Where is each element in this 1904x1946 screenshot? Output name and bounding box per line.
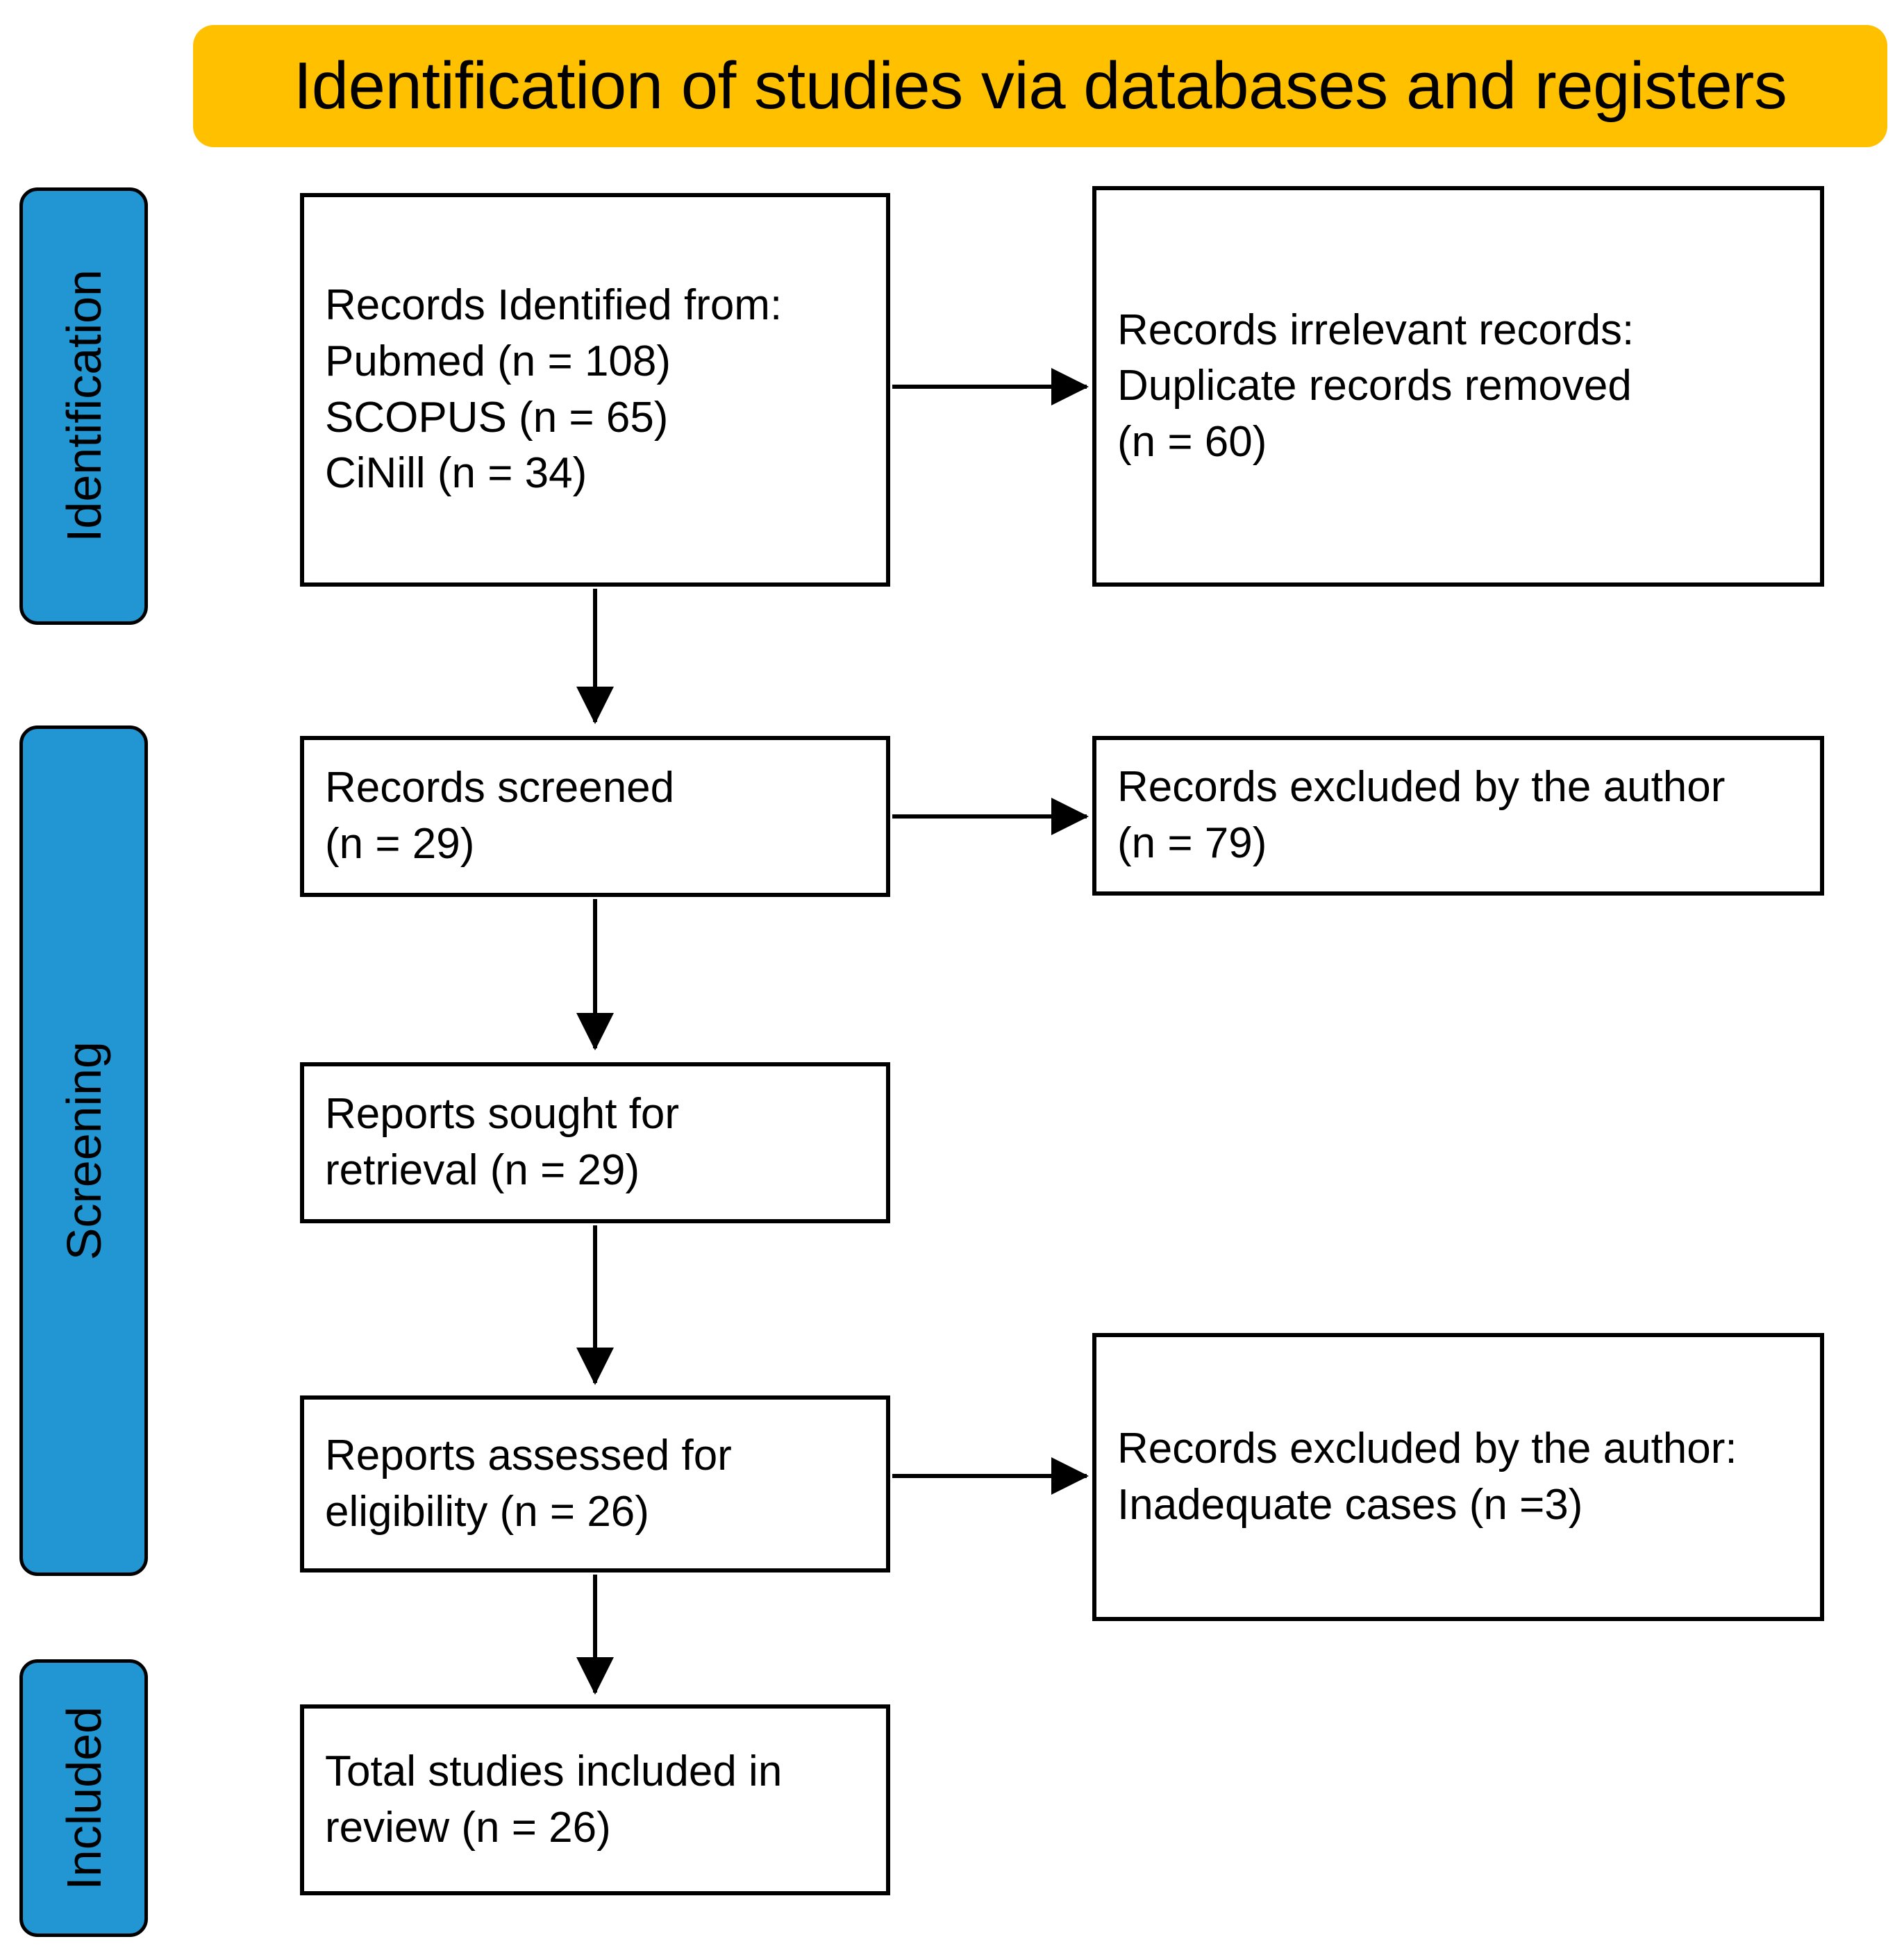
- flow-box-records-identified: Records Identified from: Pubmed (n = 108…: [300, 193, 890, 587]
- flow-box-excluded-screening: Records excluded by the author (n = 79): [1092, 736, 1824, 896]
- flow-box-text: Records excluded by the author: Inadequa…: [1117, 1424, 1737, 1529]
- diagram-title-banner: Identification of studies via databases …: [193, 25, 1887, 147]
- stage-pill-identification: Identification: [19, 187, 148, 625]
- flow-box-text: Reports sought for retrieval (n = 29): [325, 1090, 680, 1194]
- flow-box-records-screened: Records screened (n = 29): [300, 736, 890, 897]
- stage-label-screening: Screening: [56, 1041, 111, 1261]
- flow-box-total-included: Total studies included in review (n = 26…: [300, 1704, 890, 1895]
- flow-box-reports-sought: Reports sought for retrieval (n = 29): [300, 1062, 890, 1223]
- flow-box-reports-assessed: Reports assessed for eligibility (n = 26…: [300, 1395, 890, 1572]
- page-title: Identification of studies via databases …: [293, 49, 1787, 123]
- flow-box-text: Records Identified from: Pubmed (n = 108…: [325, 281, 783, 498]
- flow-box-excluded-eligibility: Records excluded by the author: Inadequa…: [1092, 1333, 1824, 1621]
- stage-pill-screening: Screening: [19, 725, 148, 1576]
- flow-box-text: Records excluded by the author (n = 79): [1117, 763, 1726, 867]
- flow-box-text: Records irrelevant records: Duplicate re…: [1117, 305, 1635, 466]
- flow-box-text: Records screened (n = 29): [325, 764, 675, 868]
- stage-label-identification: Identification: [56, 269, 111, 543]
- stage-pill-included: Included: [19, 1659, 148, 1937]
- flow-box-text: Reports assessed for eligibility (n = 26…: [325, 1431, 732, 1536]
- flow-box-duplicates-removed: Records irrelevant records: Duplicate re…: [1092, 186, 1824, 587]
- stage-label-included: Included: [56, 1706, 111, 1890]
- flow-box-text: Total studies included in review (n = 26…: [325, 1747, 783, 1852]
